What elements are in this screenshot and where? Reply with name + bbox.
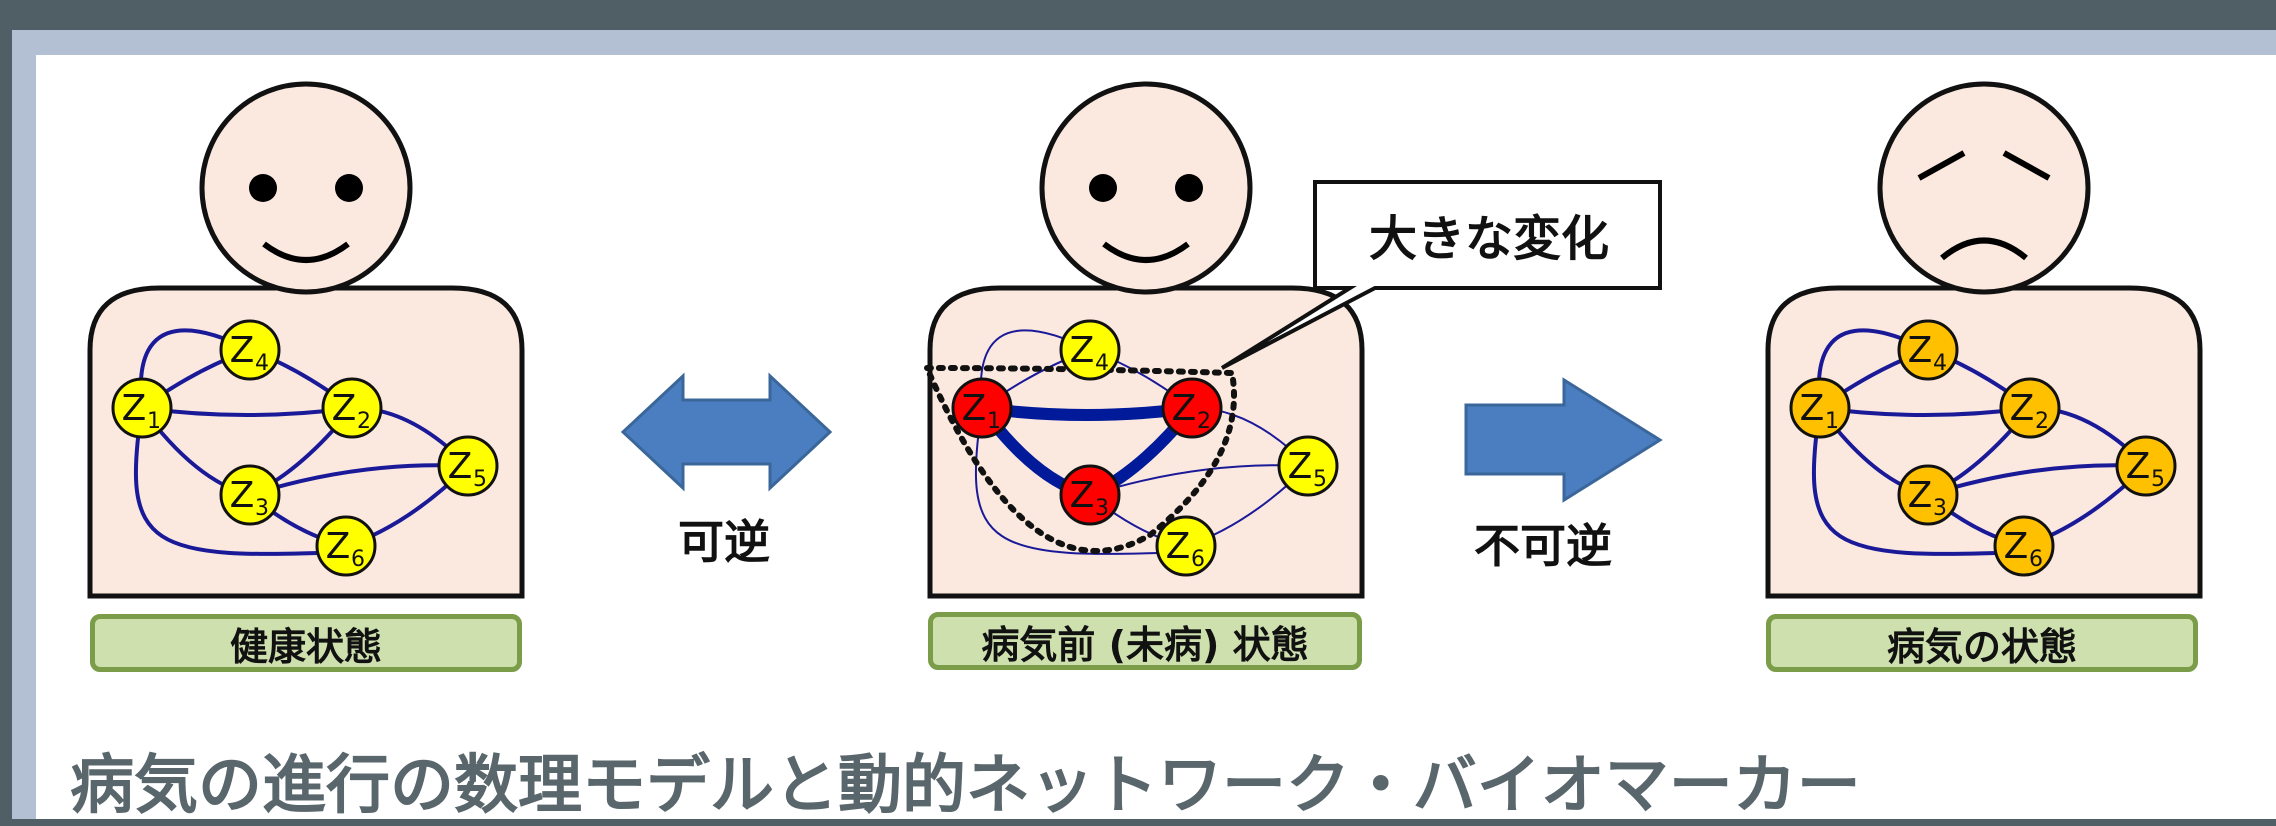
smile-icon (1102, 241, 1190, 263)
node-label: Z (230, 330, 255, 371)
node-label: Z (1288, 446, 1313, 487)
healthy-state-label: 健康状態 (90, 614, 522, 672)
page-title: 病気の進行の数理モデルと動的ネットワーク・バイオマーカー (70, 749, 1861, 823)
predisease-state-label: 病気前 (未病) 状態 (928, 612, 1362, 670)
reversible-label: 可逆 (678, 515, 770, 569)
node-label: Z (122, 388, 147, 429)
node-subscript: 4 (255, 351, 269, 376)
node-label: Z (1166, 526, 1191, 567)
node-subscript: 5 (2151, 467, 2165, 492)
node-subscript: 6 (351, 547, 365, 572)
network-edge (981, 402, 1193, 421)
network-node (1897, 319, 1959, 381)
disease-body (1765, 285, 2203, 599)
network-node (321, 377, 383, 439)
node-subscript: 1 (987, 409, 1001, 434)
network-node (1161, 377, 1223, 439)
node-subscript: 3 (1933, 496, 1947, 521)
network-node (315, 515, 377, 577)
node-label: Z (1908, 475, 1933, 516)
brow-icon (2002, 150, 2051, 181)
smile-icon (262, 241, 350, 263)
network-node (1993, 515, 2055, 577)
predisease-head (1039, 81, 1253, 295)
node-subscript: 2 (1197, 409, 1211, 434)
node-label: Z (1800, 388, 1825, 429)
network-node (1999, 377, 2061, 439)
network-node (111, 377, 173, 439)
predisease-body (927, 285, 1365, 599)
double-arrow (620, 372, 833, 492)
callout-bubble (1220, 180, 1662, 370)
node-label: Z (1070, 475, 1095, 516)
node-subscript: 3 (255, 496, 269, 521)
node-label: Z (2004, 526, 2029, 567)
node-label: Z (2010, 388, 2035, 429)
right-arrow (1464, 377, 1663, 503)
network-node (1059, 464, 1121, 526)
irreversible-label: 不可逆 (1474, 519, 1612, 573)
disease-head (1877, 81, 2091, 295)
callout-text: 大きな変化 (1368, 211, 1609, 267)
network-node (1277, 435, 1339, 497)
eye-icon (1089, 174, 1117, 202)
node-subscript: 3 (1095, 496, 1109, 521)
node-subscript: 5 (473, 467, 487, 492)
node-subscript: 4 (1933, 351, 1947, 376)
node-label: Z (2126, 446, 2151, 487)
node-subscript: 4 (1095, 351, 1109, 376)
node-label: Z (448, 446, 473, 487)
disease-state-label: 病気の状態 (1766, 614, 2198, 672)
node-subscript: 5 (1313, 467, 1327, 492)
network-node (1897, 464, 1959, 526)
node-subscript: 6 (1191, 547, 1205, 572)
network-node (1059, 319, 1121, 381)
node-subscript: 1 (1825, 409, 1839, 434)
eye-icon (249, 174, 277, 202)
node-label: Z (962, 388, 987, 429)
healthy-body (87, 285, 525, 599)
node-subscript: 1 (147, 409, 161, 434)
network-node (219, 319, 281, 381)
node-subscript: 6 (2029, 547, 2043, 572)
node-label: Z (332, 388, 357, 429)
eye-icon (1175, 174, 1203, 202)
network-edge (1811, 407, 2025, 557)
network-edge (133, 407, 347, 557)
node-subscript: 2 (357, 409, 371, 434)
network-node (951, 377, 1013, 439)
node-label: Z (1908, 330, 1933, 371)
node-label: Z (326, 526, 351, 567)
network-node (1155, 515, 1217, 577)
highlight-boundary (922, 364, 1238, 554)
network-node (1789, 377, 1851, 439)
brow-icon (1917, 150, 1966, 181)
node-label: Z (230, 475, 255, 516)
frown-icon (1940, 237, 2028, 261)
node-label: Z (1070, 330, 1095, 371)
network-node (437, 435, 499, 497)
network-node (219, 464, 281, 526)
node-label: Z (1172, 388, 1197, 429)
network-node (2115, 435, 2177, 497)
healthy-head (199, 81, 413, 295)
eye-icon (335, 174, 363, 202)
node-subscript: 2 (2035, 409, 2049, 434)
